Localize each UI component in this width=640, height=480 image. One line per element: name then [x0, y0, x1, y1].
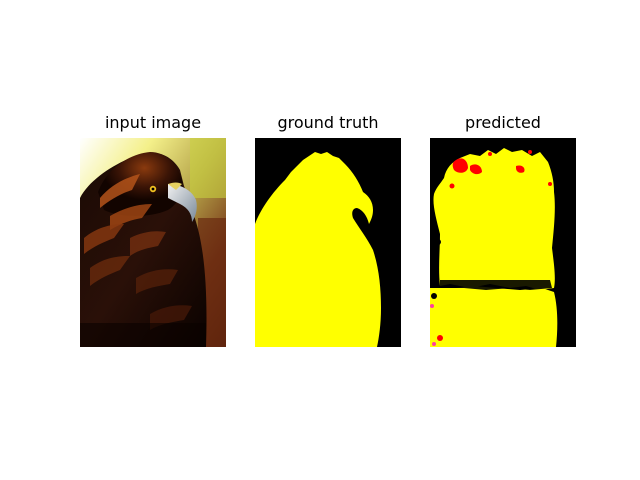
ground-truth-mask [255, 138, 401, 347]
eagle-head [98, 152, 183, 216]
predicted-region-lower [430, 286, 558, 347]
eagle-photo [80, 138, 226, 347]
predicted-mask [430, 138, 576, 347]
predicted-title: predicted [465, 113, 541, 132]
input-image-title: input image [104, 113, 202, 132]
error-region-2 [470, 164, 482, 175]
error-region-1 [452, 158, 468, 173]
input-image [80, 138, 226, 347]
error-region-3 [516, 165, 525, 173]
eagle-beak [168, 184, 197, 222]
predicted-svg [430, 138, 576, 347]
ground-truth-region [255, 152, 381, 347]
ground-truth-title: ground truth [277, 113, 379, 132]
predicted-region-upper [433, 148, 555, 290]
ground-truth-svg [255, 138, 401, 347]
